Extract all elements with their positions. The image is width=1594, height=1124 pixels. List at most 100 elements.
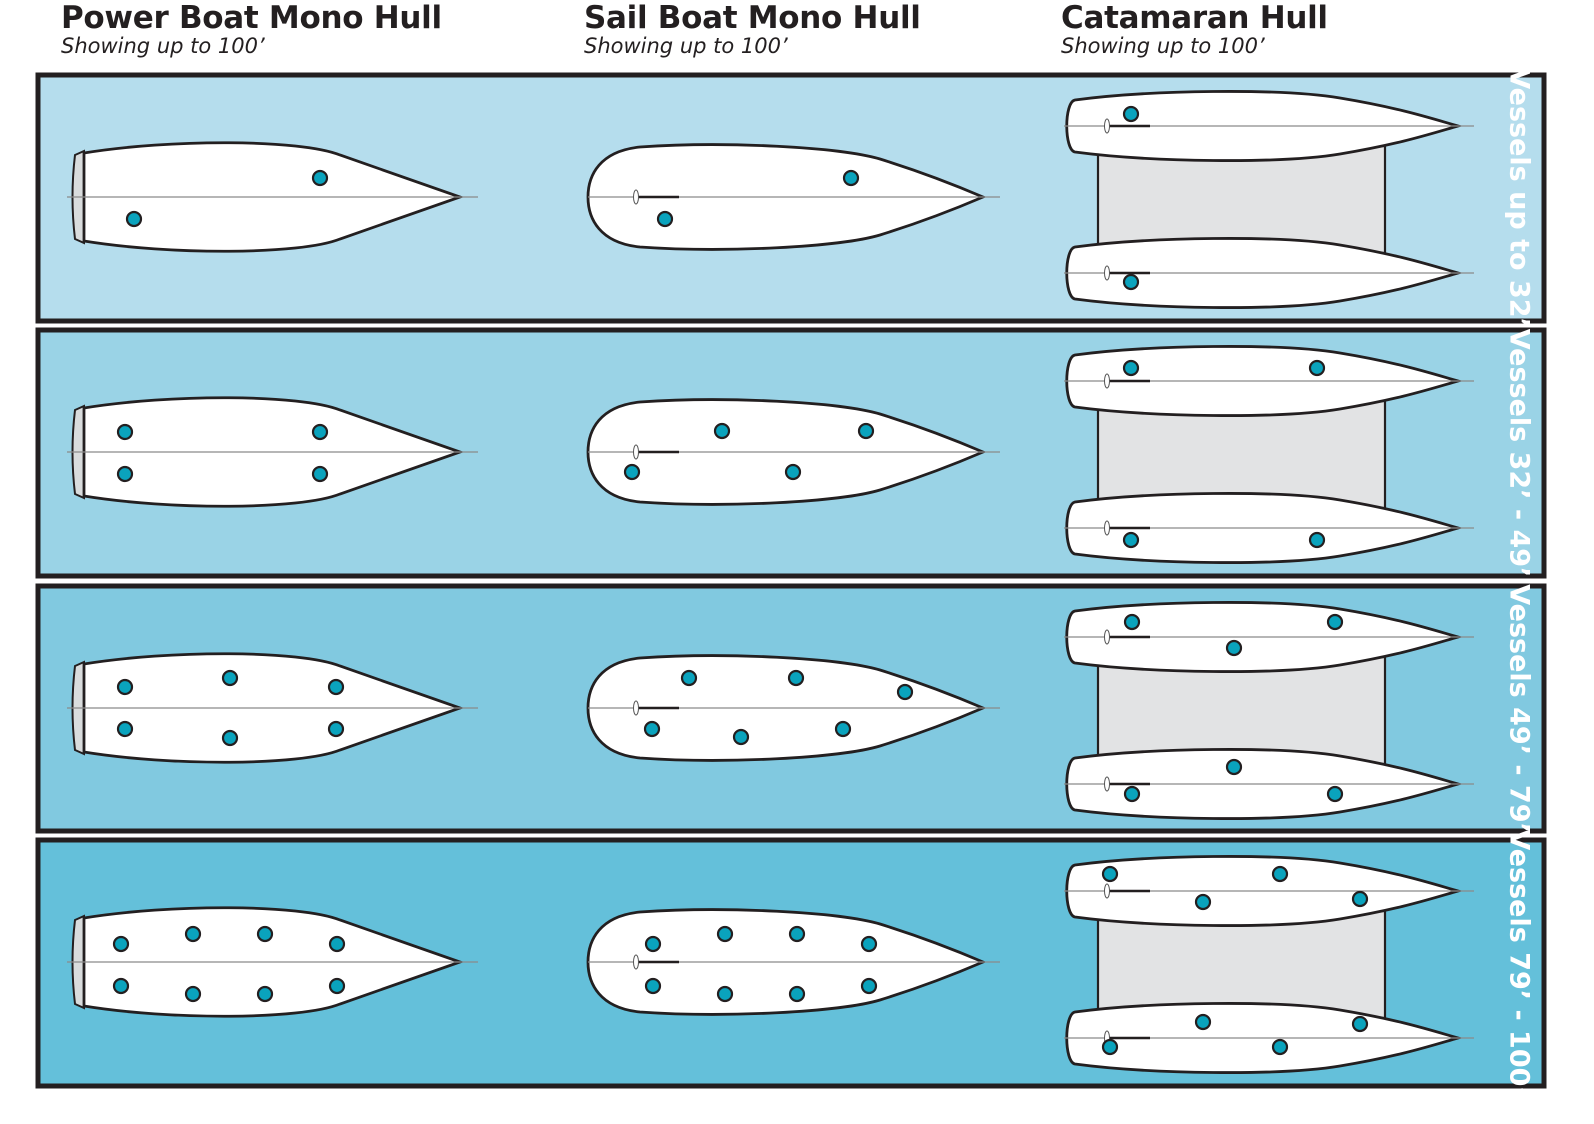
rudder-icon xyxy=(1104,265,1110,281)
catamaran-hull-starboard xyxy=(1064,748,1474,820)
rudder-icon xyxy=(1104,373,1110,389)
column-title-sail: Sail Boat Mono Hull xyxy=(584,0,921,36)
catamaran-hull-port xyxy=(1064,345,1474,417)
crew-dot xyxy=(716,925,734,943)
crew-dot xyxy=(713,422,731,440)
crew-dot xyxy=(256,985,274,1003)
crew-dot xyxy=(112,977,130,995)
crew-dot xyxy=(857,422,875,440)
rudder-icon xyxy=(633,700,639,716)
crew-dot xyxy=(184,985,202,1003)
rudder-icon xyxy=(633,954,639,970)
crew-dot xyxy=(221,729,239,747)
crew-dot xyxy=(327,720,345,738)
power-hull xyxy=(67,396,478,508)
crew-dot xyxy=(644,977,662,995)
crew-dot xyxy=(656,210,674,228)
catamaran-hull-starboard xyxy=(1064,492,1474,564)
crew-dot xyxy=(1271,1038,1289,1056)
crew-dot xyxy=(221,669,239,687)
crew-dot xyxy=(732,728,750,746)
column-header-sail: Sail Boat Mono Hull Showing up to 100’ xyxy=(584,0,921,59)
crew-dot xyxy=(116,465,134,483)
crew-dot xyxy=(896,683,914,701)
sail-hull xyxy=(586,143,1000,251)
crew-dot xyxy=(311,465,329,483)
rudder-icon xyxy=(1104,776,1110,792)
column-header-power: Power Boat Mono Hull Showing up to 100’ xyxy=(61,0,442,59)
crew-dot xyxy=(1123,613,1141,631)
crew-dot xyxy=(842,169,860,187)
column-subtitle-sail: Showing up to 100’ xyxy=(584,34,788,58)
crew-dot xyxy=(860,935,878,953)
crew-dot xyxy=(1122,105,1140,123)
rudder-icon xyxy=(1104,118,1110,134)
crew-dot xyxy=(784,463,802,481)
catamaran-hull-port xyxy=(1064,855,1474,927)
crew-dot xyxy=(680,669,698,687)
crew-dot xyxy=(1122,273,1140,291)
crew-dot xyxy=(116,720,134,738)
row-size-label: Vessels 49’ - 79’ xyxy=(1504,584,1535,833)
crew-dot xyxy=(644,935,662,953)
crew-dot xyxy=(256,925,274,943)
rudder-icon xyxy=(1104,629,1110,645)
crew-dot xyxy=(311,423,329,441)
catamaran-hull-port xyxy=(1064,601,1474,673)
crew-dot xyxy=(1326,613,1344,631)
crew-dot xyxy=(125,210,143,228)
crew-dot xyxy=(112,935,130,953)
crew-dot xyxy=(788,925,806,943)
power-hull xyxy=(67,652,478,764)
row-size-label: Vessels up to 32’ xyxy=(1504,68,1535,328)
crew-dot xyxy=(1351,1015,1369,1033)
crew-dot xyxy=(1194,1013,1212,1031)
crew-dot xyxy=(1225,639,1243,657)
crew-dot xyxy=(1351,890,1369,908)
catamaran-deck xyxy=(1096,909,1387,1020)
crew-dot xyxy=(643,720,661,738)
power-hull xyxy=(67,141,478,253)
rudder-icon xyxy=(1104,520,1110,536)
sail-hull xyxy=(586,398,1000,506)
crew-dot xyxy=(1101,1038,1119,1056)
crew-dot xyxy=(116,423,134,441)
crew-dot xyxy=(623,463,641,481)
column-title-power: Power Boat Mono Hull xyxy=(61,0,442,36)
crew-dot xyxy=(328,977,346,995)
crew-dot xyxy=(327,678,345,696)
crew-dot xyxy=(311,169,329,187)
row-size-label: Vessels 79’ - 100’ xyxy=(1504,829,1535,1096)
crew-dot xyxy=(1308,359,1326,377)
column-subtitle-power: Showing up to 100’ xyxy=(61,34,265,58)
crew-dot xyxy=(1122,531,1140,549)
crew-dot xyxy=(788,985,806,1003)
crew-dot xyxy=(1122,359,1140,377)
column-header-catamaran: Catamaran Hull Showing up to 100’ xyxy=(1061,0,1328,59)
rudder-icon xyxy=(1104,883,1110,899)
rudder-icon xyxy=(633,444,639,460)
crew-dot xyxy=(1271,865,1289,883)
column-subtitle-catamaran: Showing up to 100’ xyxy=(1061,34,1265,58)
catamaran-deck xyxy=(1096,399,1387,510)
column-title-catamaran: Catamaran Hull xyxy=(1061,0,1328,36)
row-size-label: Vessels 32’ - 49’ xyxy=(1504,329,1535,578)
sail-hull xyxy=(586,908,1000,1016)
power-hull xyxy=(67,906,478,1018)
crew-dot xyxy=(1194,893,1212,911)
crew-dot xyxy=(1326,785,1344,803)
crew-dot xyxy=(116,678,134,696)
crew-dot xyxy=(834,720,852,738)
crew-dot xyxy=(1123,785,1141,803)
catamaran-hull-port xyxy=(1064,90,1474,162)
rudder-icon xyxy=(633,189,639,205)
catamaran-deck xyxy=(1096,144,1387,255)
crew-dot xyxy=(1101,865,1119,883)
crew-dot xyxy=(716,985,734,1003)
crew-dot xyxy=(1225,758,1243,776)
crew-dot xyxy=(860,977,878,995)
catamaran-deck xyxy=(1096,655,1387,766)
crew-dot xyxy=(1308,531,1326,549)
crew-dot xyxy=(184,925,202,943)
crew-dot xyxy=(328,935,346,953)
